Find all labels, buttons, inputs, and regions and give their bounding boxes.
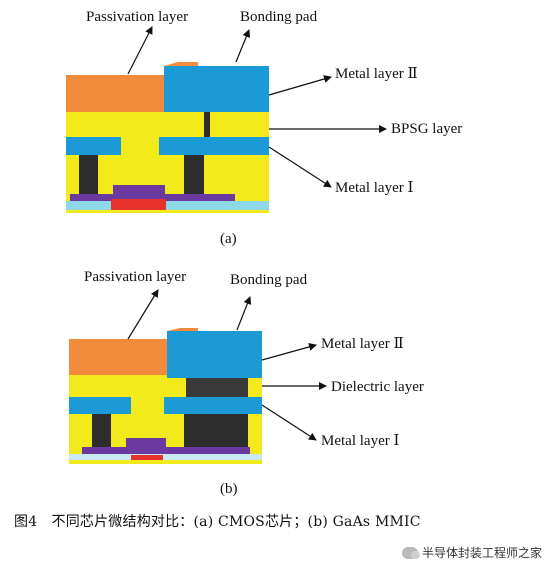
- contact-b-right: [184, 414, 248, 448]
- gate-a: [113, 185, 165, 194]
- watermark-text: 半导体封装工程师之家: [421, 546, 542, 560]
- label-metal-layer-1-b: Metal layer Ⅰ: [321, 433, 400, 449]
- gate-oxide-b: [82, 447, 250, 454]
- gate-oxide-a: [70, 194, 235, 201]
- label-bonding-pad-a: Bonding pad: [240, 9, 318, 25]
- panel-a-cross-section: [66, 62, 269, 213]
- leader-metal1-a: [268, 146, 332, 188]
- metal-layer-1-b-right: [164, 397, 262, 414]
- metal-layer-2-a: [164, 66, 269, 112]
- sublabel-b: (b): [220, 481, 238, 497]
- dielectric-layer-b: [186, 378, 248, 397]
- sublabel-a: (a): [220, 231, 237, 247]
- gate-b: [126, 438, 166, 447]
- label-metal-layer-2-b: Metal layer Ⅱ: [321, 336, 404, 352]
- leader-metal2-a: [268, 75, 332, 96]
- leader-bonding-a: [235, 29, 251, 63]
- doped-region-a: [111, 199, 166, 210]
- leader-passivation-b: [127, 289, 159, 340]
- label-passivation-a: Passivation layer: [86, 9, 189, 25]
- via-a-top: [204, 112, 210, 137]
- label-passivation-b: Passivation layer: [84, 269, 187, 285]
- contact-b-left: [92, 414, 111, 448]
- metal-layer-1-b-left: [69, 397, 131, 414]
- label-metal-layer-1-a: Metal layer Ⅰ: [335, 180, 414, 196]
- passivation-layer-a: [66, 75, 164, 112]
- doped-region-b: [131, 455, 163, 460]
- substrate-b: [69, 454, 262, 460]
- contact-a-left: [79, 155, 98, 195]
- label-metal-layer-2-a: Metal layer Ⅱ: [335, 66, 418, 82]
- label-bpsg-layer-a: BPSG layer: [391, 121, 463, 137]
- metal-layer-1-a-left: [66, 137, 121, 155]
- contact-a-right: [184, 155, 204, 195]
- passivation-layer-b: [69, 339, 167, 375]
- leader-passivation-a: [127, 26, 153, 75]
- leader-metal2-b: [261, 343, 317, 361]
- leader-bonding-b: [236, 296, 252, 331]
- figure-caption: 图4 不同芯片微结构对比：(a) CMOS芯片；(b) GaAs MMIC: [14, 514, 421, 530]
- label-bonding-pad-b: Bonding pad: [230, 272, 308, 288]
- label-dielectric-layer-b: Dielectric layer: [331, 379, 424, 395]
- substrate-a: [66, 201, 269, 212]
- leader-metal1-b: [261, 404, 317, 441]
- watermark: 半导体封装工程师之家: [401, 544, 542, 561]
- wechat-icon: [401, 546, 420, 559]
- metal-layer-2-b: [167, 331, 262, 378]
- metal-layer-1-a-right: [159, 137, 269, 155]
- panel-b-cross-section: [69, 328, 262, 464]
